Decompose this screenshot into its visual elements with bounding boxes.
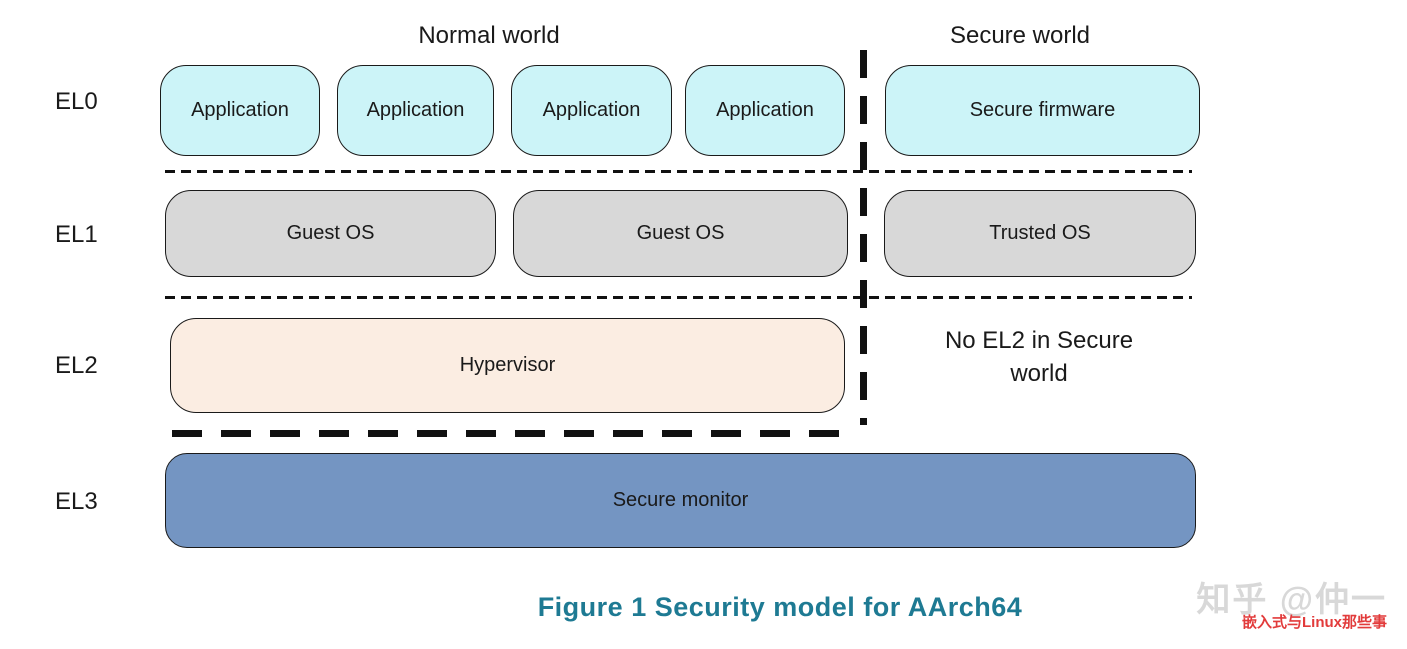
el0-el1-separator-line <box>165 170 1192 173</box>
el2-label: EL2 <box>55 352 98 379</box>
trusted-os-box: Trusted OS <box>884 190 1196 277</box>
el2-el3-separator-line <box>172 430 853 437</box>
application-box-3: Application <box>511 65 672 156</box>
el1-label: EL1 <box>55 221 98 248</box>
application-box-2: Application <box>337 65 494 156</box>
normal-world-label: Normal world <box>418 22 560 49</box>
watermark-subtitle: 嵌入式与Linux那些事 <box>1242 614 1387 631</box>
guest-os-box-1: Guest OS <box>165 190 496 277</box>
secure-firmware-box: Secure firmware <box>885 65 1200 156</box>
figure-caption: Figure 1 Security model for AArch64 <box>537 592 1023 622</box>
hypervisor-box: Hypervisor <box>170 318 845 413</box>
el3-label: EL3 <box>55 488 98 515</box>
watermark-brand: 知乎 @仲一 <box>1196 581 1387 619</box>
world-divider-line <box>860 50 867 425</box>
secure-world-label: Secure world <box>949 22 1091 49</box>
application-box-4: Application <box>685 65 845 156</box>
guest-os-box-2: Guest OS <box>513 190 848 277</box>
el0-label: EL0 <box>55 88 98 115</box>
application-box-1: Application <box>160 65 320 156</box>
no-el2-note: No EL2 in Secure world <box>944 327 1134 387</box>
el1-el2-separator-line <box>165 296 1192 299</box>
secure-monitor-box: Secure monitor <box>165 453 1196 548</box>
